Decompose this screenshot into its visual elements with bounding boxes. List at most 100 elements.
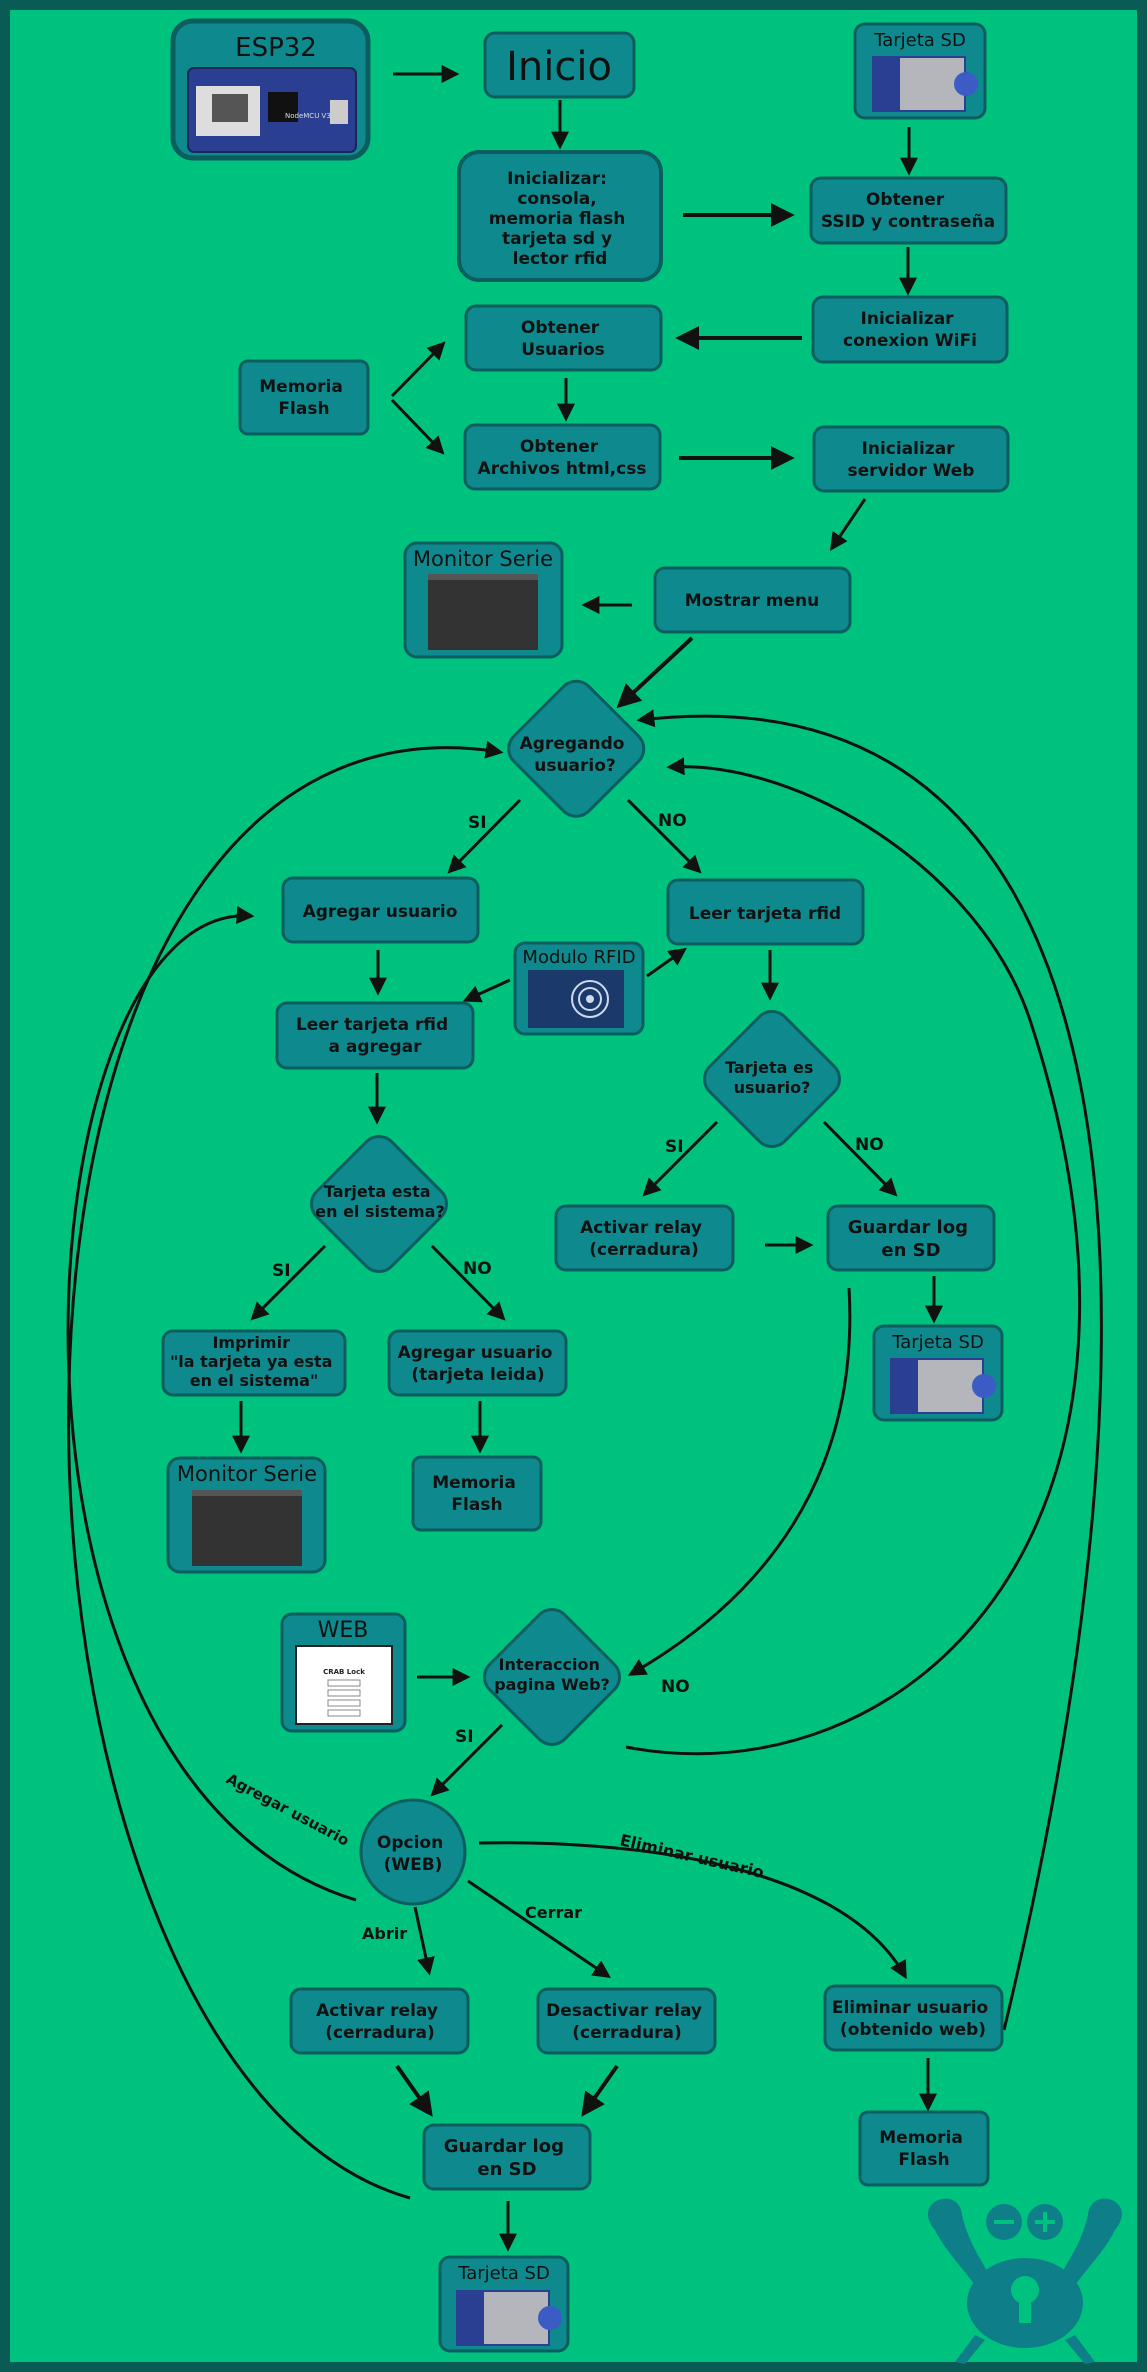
rfid-module-title: Modulo RFID: [522, 947, 635, 968]
users-node: Obtener Usuarios: [464, 304, 663, 372]
relay-on-line-1: Activar relay: [580, 1218, 702, 1238]
remove-user-line-2: (obtenido web): [840, 2020, 986, 2040]
web-title: WEB: [318, 1618, 369, 1643]
svg-text:Opcion (WEB): Opcion (WEB): [377, 1833, 449, 1875]
menu-label: Mostrar menu: [685, 591, 819, 611]
edge-no-4: NO: [661, 1677, 690, 1697]
svg-text:Obtener SSID y contraseñ: Obtener SSID y contraseña: [821, 190, 995, 232]
flash-bottom-line-1: Memoria: [879, 2128, 963, 2148]
remove-user-node: Eliminar usuario (obtenido web): [823, 1984, 1004, 2052]
svg-text:Guardar log en SD: Guardar log en SD: [848, 1217, 975, 1261]
web-server-node: Inicializar servidor Web: [812, 425, 1010, 493]
add-read-node: Agregar usuario (tarjeta leida): [387, 1329, 568, 1397]
board-label: NodeMCU V3: [285, 112, 331, 120]
print-line-3: en el sistema": [190, 1371, 319, 1390]
adding-user-decision: Agregando usuario?: [507, 679, 646, 818]
flash-mid-line-1: Memoria: [432, 1473, 516, 1493]
in-system-decision: Tarjeta esta en el sistema?: [310, 1135, 448, 1273]
edge-no-3: NO: [463, 1259, 492, 1279]
sd-card-mid-title: Tarjeta SD: [891, 1332, 984, 1353]
svg-text:Inicializar conexion WiF: Inicializar conexion WiFi: [843, 309, 977, 351]
serial-monitor-icon: [428, 574, 538, 650]
relay-on-node: Activar relay (cerradura): [554, 1204, 735, 1272]
relay-off-line-1: Desactivar relay: [546, 2001, 702, 2021]
read-rfid-add-node: Leer tarjeta rfid a agregar: [275, 1001, 475, 1070]
page-background: [10, 10, 1137, 2362]
save-log-bottom-node: Guardar log en SD: [422, 2123, 592, 2191]
sd-card-bottom-node: Tarjeta SD: [438, 2255, 570, 2353]
sd-card-mid-node: Tarjeta SD: [872, 1324, 1004, 1422]
add-user-node: Agregar usuario: [281, 876, 480, 944]
edge-si-4: SI: [455, 1727, 474, 1747]
flash-bottom-node: Memoria Flash: [858, 2110, 990, 2187]
connectors: [66, 65, 1103, 2252]
web-server-line-1: Inicializar: [862, 439, 956, 459]
is-user-line-2: usuario?: [734, 1078, 811, 1097]
esp32-board-icon: NodeMCU V3: [187, 67, 357, 153]
flash-top-line-2: Flash: [278, 399, 329, 419]
ssid-line-2: SSID y contraseña: [821, 212, 995, 232]
print-line-2: "la tarjeta ya esta: [170, 1352, 333, 1371]
is-user-line-1: Tarjeta es: [725, 1058, 813, 1077]
adding-user-line-2: usuario?: [534, 756, 616, 776]
option-web-line-2: (WEB): [384, 1855, 443, 1875]
wifi-line-2: conexion WiFi: [843, 331, 977, 351]
web-server-line-2: servidor Web: [848, 461, 975, 481]
adding-user-line-1: Agregando: [520, 734, 625, 754]
relay-off-node: Desactivar relay (cerradura): [536, 1987, 717, 2055]
flash-top-node: Memoria Flash: [238, 359, 370, 436]
svg-text:Memoria Flash: Memoria Flash: [259, 377, 348, 419]
files-line-1: Obtener: [520, 437, 599, 457]
svg-text:Desactivar relay (cerrad: Desactivar relay (cerradura): [546, 2001, 708, 2043]
wifi-line-1: Inicializar: [861, 309, 955, 329]
edge-si-3: SI: [272, 1261, 291, 1281]
menu-node: Mostrar menu: [653, 566, 852, 634]
inicio-node: Inicio: [483, 31, 636, 99]
web-page-icon: CRAB Lock: [295, 1645, 393, 1725]
print-line-1: Imprimir: [212, 1333, 290, 1352]
files-line-2: Archivos html,css: [478, 459, 647, 479]
option-web-node: Opcion (WEB): [359, 1798, 467, 1906]
svg-text:Agregando usuario?: Agregando usuario?: [520, 734, 631, 776]
svg-text:Activar relay (cerradura: Activar relay (cerradura): [316, 2001, 444, 2043]
init-line-5: lector rfid: [513, 249, 608, 269]
edge-si-2: SI: [665, 1137, 684, 1157]
relay-on-bottom-line-2: (cerradura): [325, 2023, 435, 2043]
flash-top-line-1: Memoria: [259, 377, 343, 397]
is-user-decision: Tarjeta es usuario?: [703, 1010, 841, 1148]
wifi-node: Inicializar conexion WiFi: [811, 295, 1009, 364]
esp32-title: ESP32: [235, 33, 317, 63]
init-line-1: Inicializar:: [507, 169, 607, 189]
edge-si-1: SI: [468, 813, 487, 833]
sd-card-icon: [872, 56, 978, 112]
add-read-line-1: Agregar usuario: [398, 1343, 553, 1363]
svg-text:Interaccion pagina Web?: Interaccion pagina Web?: [494, 1655, 610, 1694]
monitor-mid-node: Monitor Serie: [166, 1456, 327, 1574]
web-interaction-decision: Interaccion pagina Web?: [483, 1608, 621, 1746]
in-system-line-2: en el sistema?: [315, 1202, 445, 1221]
sd-card-top-title: Tarjeta SD: [873, 30, 966, 51]
relay-on-bottom-line-1: Activar relay: [316, 2001, 438, 2021]
init-line-2: consola,: [517, 189, 596, 209]
flash-mid-node: Memoria Flash: [411, 1455, 543, 1532]
rfid-module-node: Modulo RFID: [513, 941, 645, 1036]
monitor-top-node: Monitor Serie: [403, 541, 564, 659]
ssid-node: Obtener SSID y contraseña: [809, 176, 1008, 245]
svg-text:Inicializar: consola,: Inicializar: consola, memoria flash tarj…: [489, 169, 631, 269]
init-node: Inicializar: consola, memoria flash tarj…: [457, 150, 663, 282]
add-read-line-2: (tarjeta leida): [411, 1365, 544, 1385]
svg-text:Guardar log en SD: Guardar log en SD: [444, 2136, 571, 2180]
svg-text:Obtener Archivos html,cs: Obtener Archivos html,css: [478, 437, 647, 479]
save-log-node: Guardar log en SD: [826, 1204, 996, 1272]
init-line-3: memoria flash: [489, 209, 626, 229]
esp32-node: ESP32 NodeMCU V3: [170, 18, 371, 161]
save-log-line-2: en SD: [881, 1240, 940, 1261]
remove-user-line-1: Eliminar usuario: [832, 1998, 988, 2018]
in-system-line-1: Tarjeta esta: [324, 1182, 431, 1201]
save-log-bottom-line-1: Guardar log: [444, 2136, 564, 2157]
svg-text:Inicializar servidor Web: Inicializar servidor Web: [848, 439, 975, 481]
ssid-line-1: Obtener: [866, 190, 945, 210]
monitor-top-title: Monitor Serie: [413, 547, 553, 571]
monitor-mid-title: Monitor Serie: [177, 1462, 317, 1486]
